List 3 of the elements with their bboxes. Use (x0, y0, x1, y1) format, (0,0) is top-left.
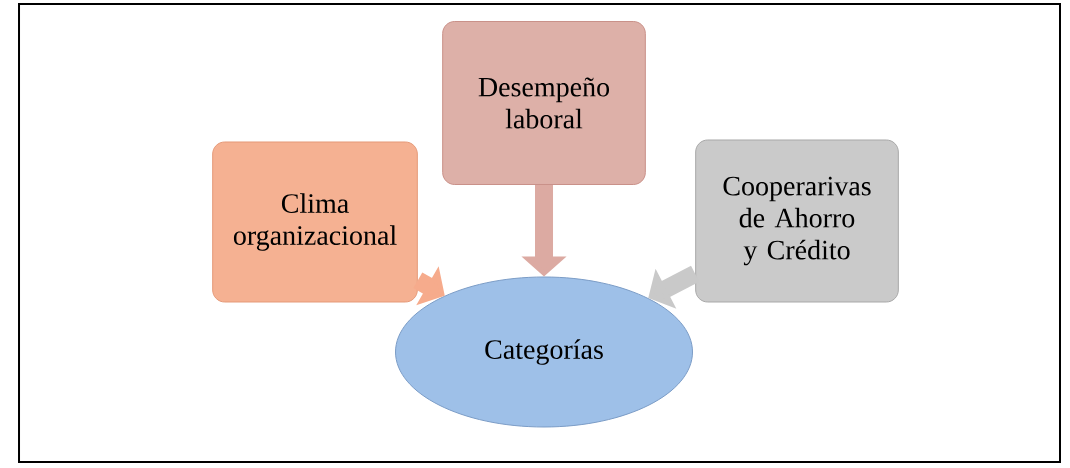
concept-box: Clima organizacional (212, 141, 418, 303)
concept-box: Desempeño laboral (442, 21, 646, 185)
concept-box: Cooperarivas de Ahorro y Crédito (695, 139, 899, 303)
